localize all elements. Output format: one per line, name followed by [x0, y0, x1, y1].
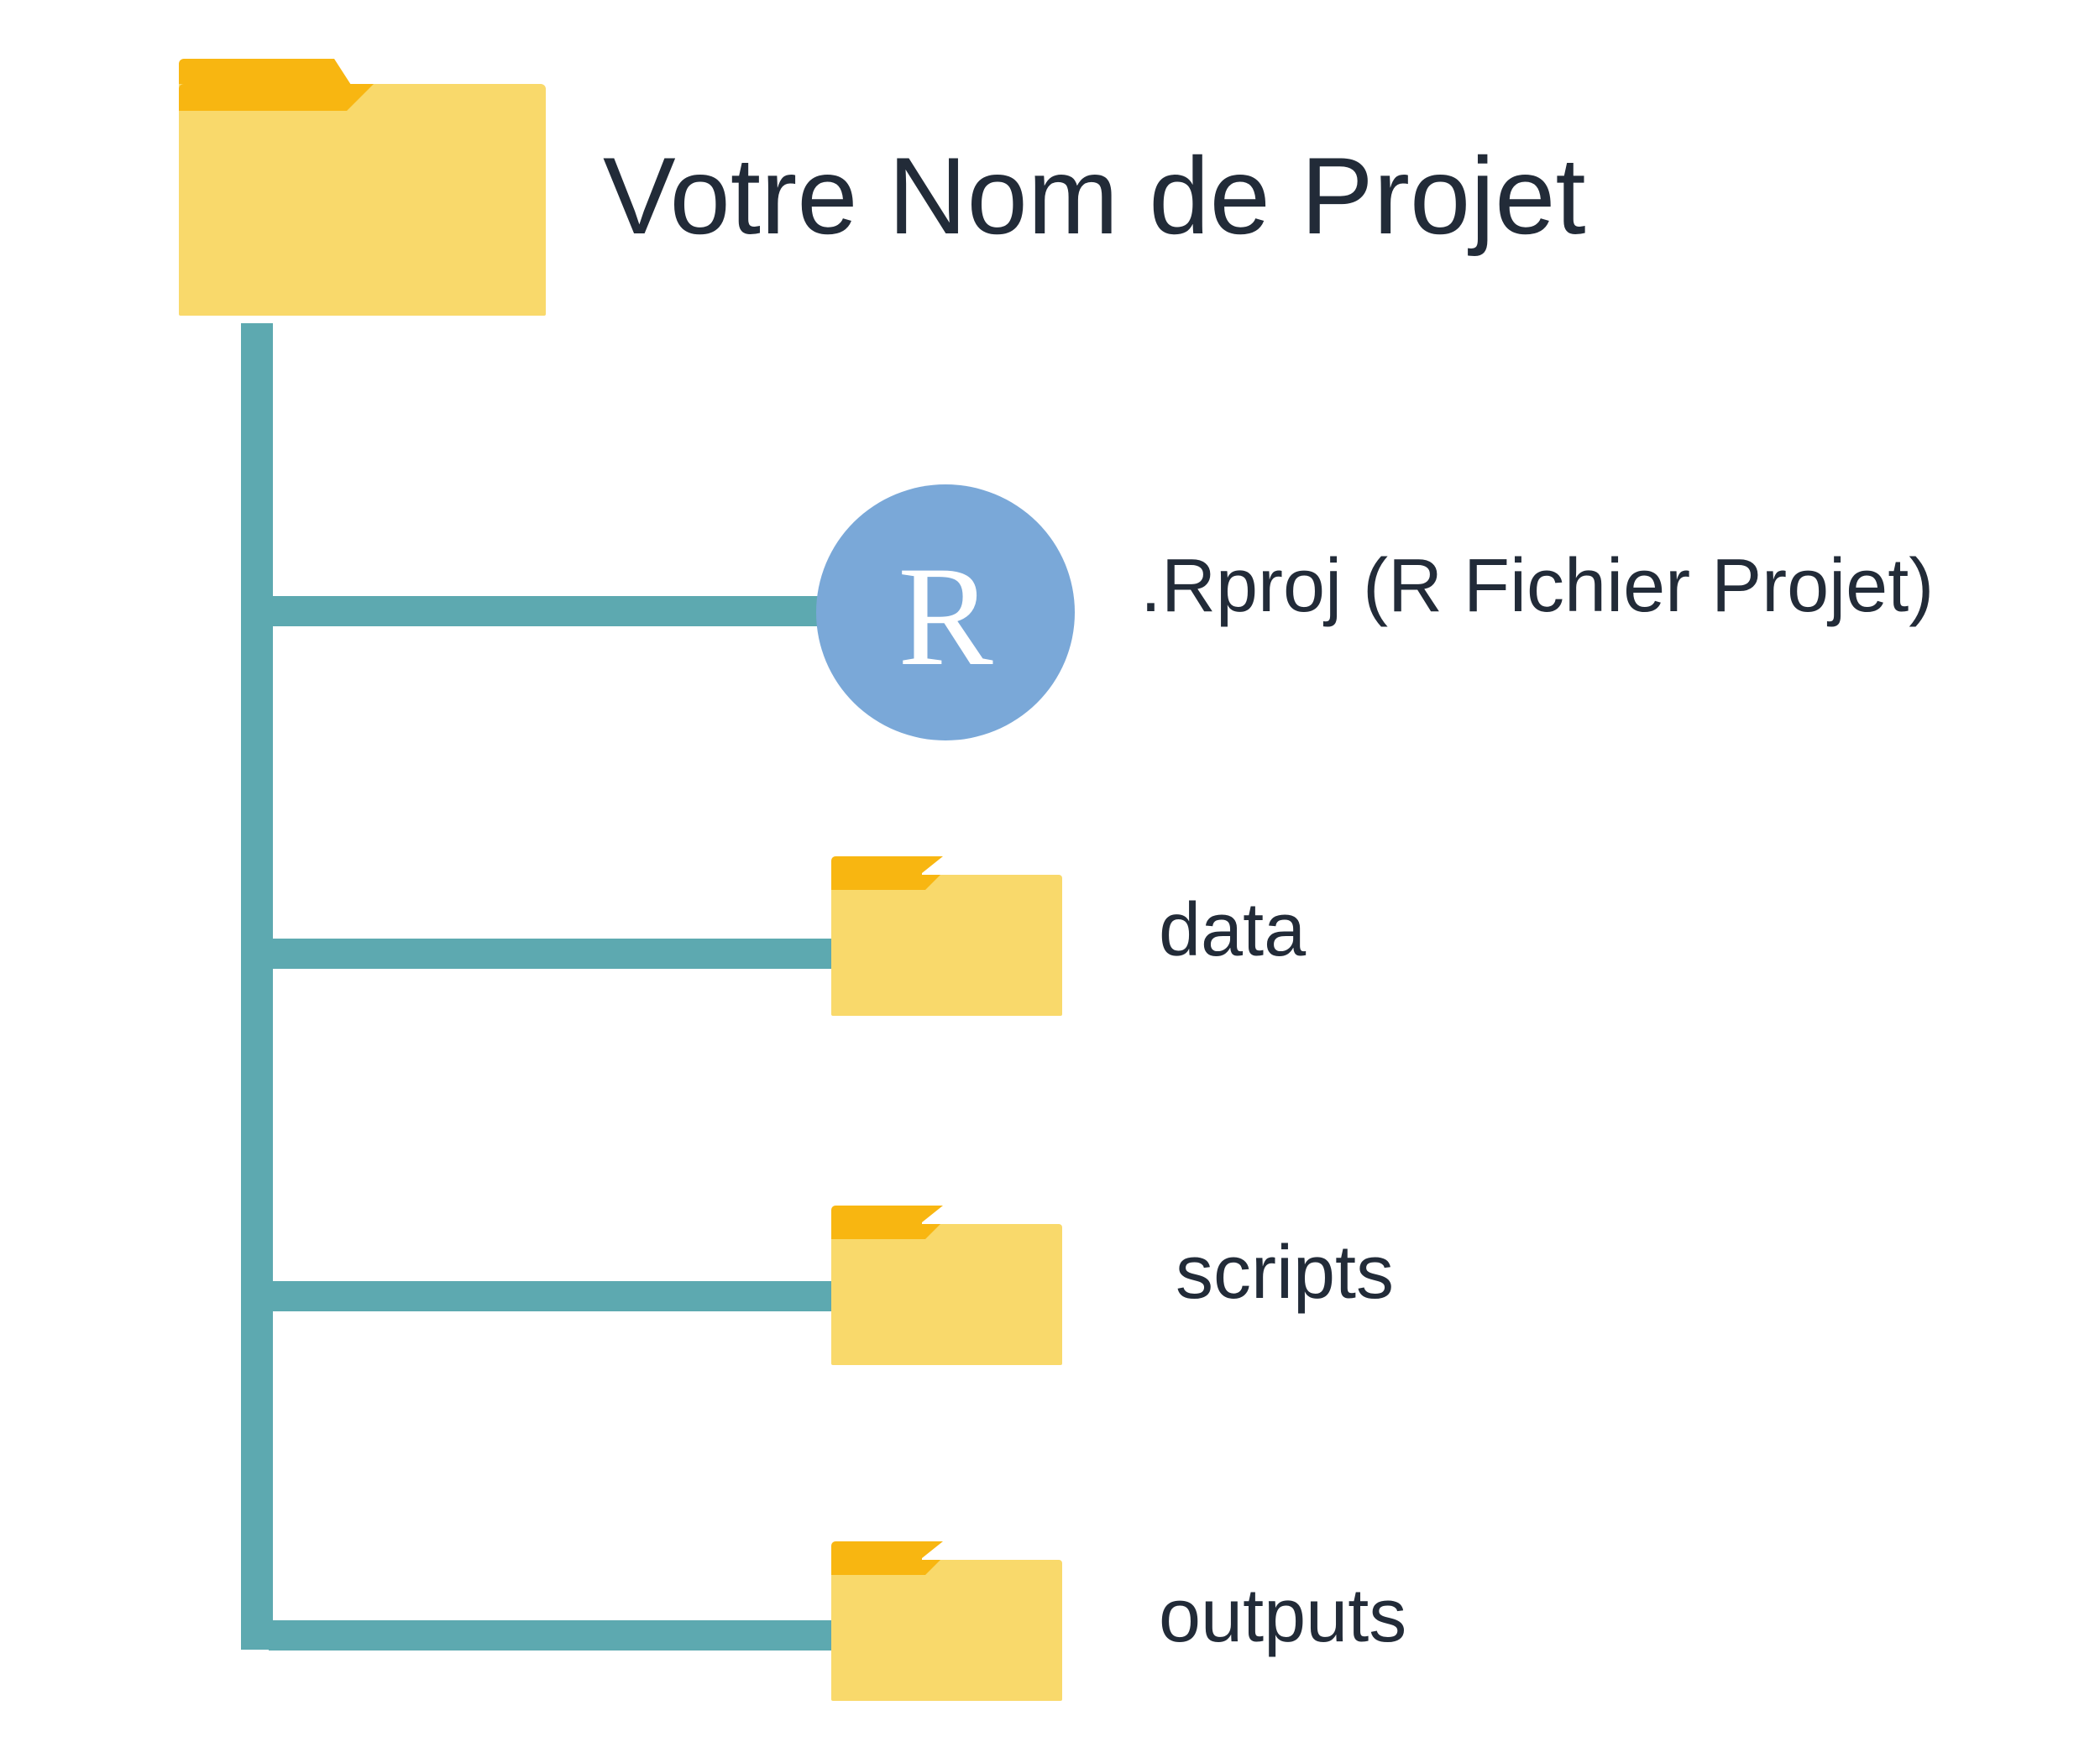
outputs-folder-label: outputs [1159, 1574, 1407, 1658]
tree-branch-line [269, 596, 840, 626]
scripts-folder-label: scripts [1176, 1231, 1395, 1315]
r-logo-letter: R [898, 536, 993, 695]
data-folder-label: data [1159, 888, 1307, 972]
rproj-label: .Rproj (R Fichier Projet) [1140, 544, 1935, 628]
tree-branch-line [269, 939, 840, 969]
tree-branch-line [269, 1281, 840, 1311]
scripts-folder-icon [831, 1206, 1062, 1365]
r-logo-icon: R [816, 484, 1075, 740]
root-folder-icon [179, 59, 546, 316]
data-folder-icon [831, 856, 1062, 1016]
root-folder-label: Votre Nom de Projet [603, 134, 1586, 257]
tree-branch-line [269, 1620, 840, 1651]
outputs-folder-icon [831, 1541, 1062, 1701]
tree-trunk-line [241, 323, 273, 1650]
